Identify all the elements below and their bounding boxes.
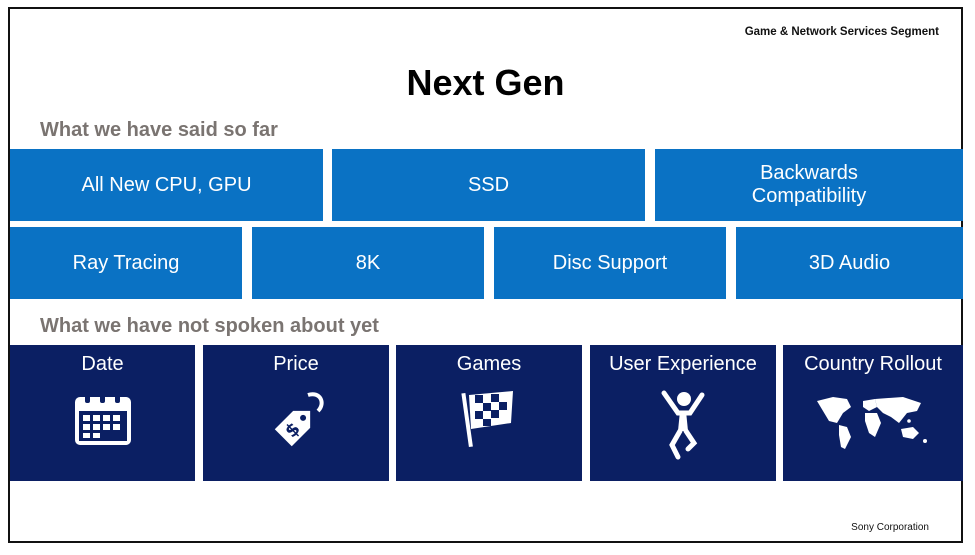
tile-date: Date [10,345,195,481]
tile-cpu-gpu: All New CPU, GPU [10,149,323,221]
tile-games-label: Games [456,353,522,375]
tile-price-label: Price [273,353,319,375]
tile-backwards-compatibility: Backwards Compatibility [655,149,963,221]
calendar-icon [73,389,133,452]
tile-user-experience-label: User Experience [609,353,757,375]
section-said-heading: What we have said so far [40,119,278,141]
slide-title: Next Gen [406,62,565,103]
tile-3d-audio: 3D Audio [736,227,963,299]
tile-ssd: SSD [332,149,645,221]
tile-games: Games [396,345,582,481]
tile-country-rollout: Country Rollout [783,345,963,481]
price-tag-icon: $ [264,389,328,458]
tile-user-experience: User Experience [590,345,776,481]
tile-price: Price $ [203,345,389,481]
tile-disc-support: Disc Support [494,227,726,299]
tile-ray-tracing: Ray Tracing [10,227,242,299]
checkered-flag-icon [459,389,519,454]
jumping-person-icon [658,389,708,466]
world-map-icon [813,393,933,458]
company-footer: Sony Corporation [851,522,929,533]
segment-label: Game & Network Services Segment [744,26,939,38]
section-not-spoken-heading: What we have not spoken about yet [40,315,379,337]
tile-date-label: Date [81,353,124,375]
slide: Game & Network Services Segment Next Gen… [8,7,963,543]
tile-country-rollout-label: Country Rollout [804,353,942,375]
tile-8k: 8K [252,227,484,299]
